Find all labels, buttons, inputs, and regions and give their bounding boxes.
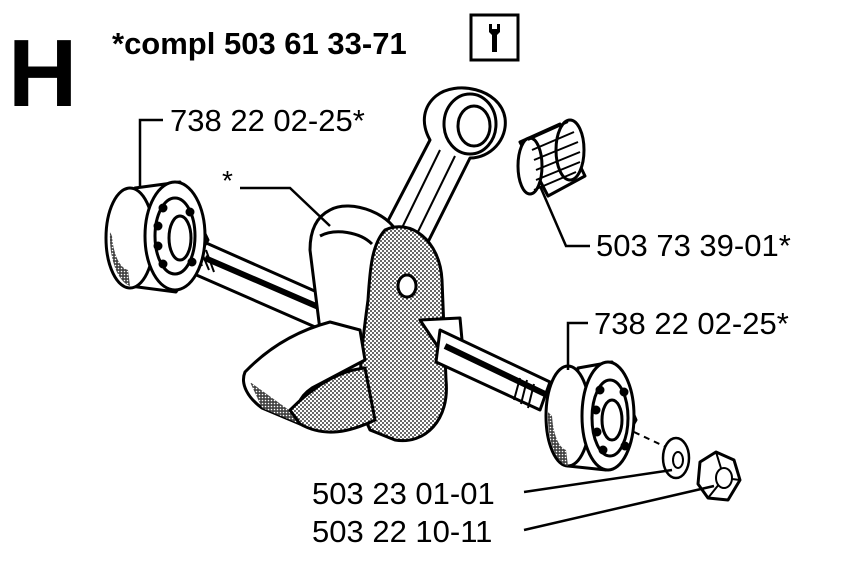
leader-lines [138, 118, 715, 532]
section-letter: H [8, 20, 77, 127]
nut [696, 450, 742, 502]
assembly-number: *compl 503 61 33-71 [112, 26, 407, 61]
crankshaft-drawing [104, 86, 742, 502]
leader-needle-bearing [538, 185, 590, 248]
right-ball-bearing [544, 360, 638, 472]
callout-needle-bearing: 503 73 39-01* [596, 228, 791, 263]
needle-bearing [516, 118, 587, 198]
callout-washer: 503 23 01-01 [312, 476, 495, 511]
leader-crank-marker [240, 186, 331, 227]
crank-web-front [358, 225, 448, 443]
callout-nut: 503 22 10-11 [312, 514, 492, 549]
leader-nut [523, 484, 715, 532]
washer [661, 436, 691, 480]
connecting-rod [376, 86, 507, 260]
callout-bearing-right: 738 22 02-25* [594, 306, 789, 341]
left-ball-bearing [104, 180, 210, 294]
callout-crank-marker: * [222, 165, 233, 196]
counterweight-lower [242, 316, 464, 434]
assembly-axis [633, 431, 669, 449]
right-shaft [434, 328, 552, 412]
wrench-icon [469, 13, 520, 62]
leader-bearing-right [566, 321, 588, 370]
callout-bearing-left: 738 22 02-25* [170, 103, 365, 138]
leader-bearing-left [138, 118, 163, 186]
leader-washer [523, 468, 673, 494]
